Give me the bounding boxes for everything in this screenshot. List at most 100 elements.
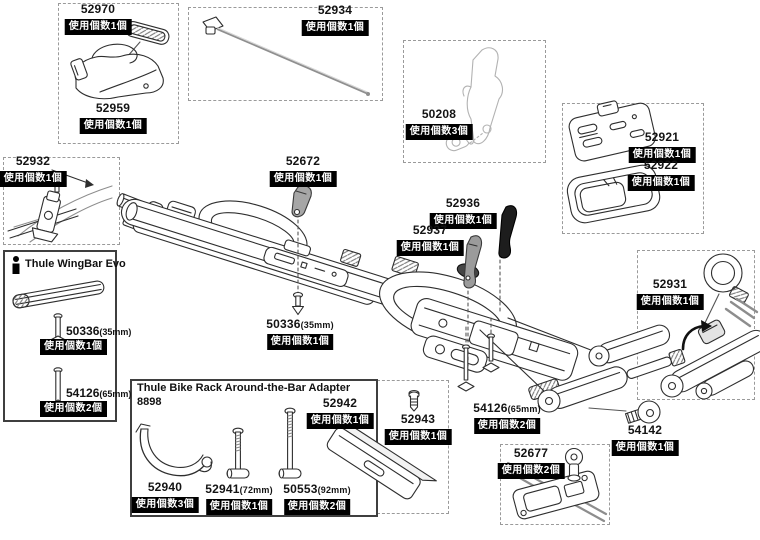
part-qty-badge-50336-wingbar: 使用個数1個: [40, 339, 107, 355]
part-label-52959: 52959 使用個数1個: [79, 101, 147, 135]
part-qty-badge-52932: 使用個数1個: [0, 171, 67, 188]
part-qty-badge-54126-center: 使用個数2個: [473, 418, 541, 435]
part-label-52941: 52941(72mm) 使用個数1個: [205, 482, 273, 516]
part-label-52942: 52942 使用個数1個: [306, 396, 374, 430]
part-qty-badge-52970: 使用個数1個: [64, 19, 132, 36]
part-number-54126-wingbar-main: 54126: [66, 386, 100, 400]
part-number-52937: 52937: [412, 223, 448, 237]
info-icon: [12, 256, 20, 274]
part-label-52934: 52934 使用個数1個: [301, 3, 369, 37]
wingbar-profile-drawing: [12, 280, 105, 309]
wingbar-box-title: Thule WingBar Evo: [25, 258, 126, 270]
part-54126-bolts-drawing: [457, 333, 500, 392]
part-52937-drawing: [463, 235, 483, 289]
part-qty-badge-52937: 使用個数1個: [396, 240, 464, 257]
part-52931-drawing: [660, 253, 760, 400]
part-size-54126-center: (65mm): [507, 404, 541, 414]
part-label-52943: 52943 使用個数1個: [384, 412, 452, 446]
part-label-52931: 52931 使用個数1個: [636, 277, 704, 311]
part-number-52677: 52677: [513, 446, 549, 460]
kit-box-code: 8898: [137, 395, 162, 408]
part-number-52940: 52940: [147, 480, 183, 494]
part-number-52934: 52934: [317, 3, 353, 17]
part-52959-drawing: [70, 43, 164, 100]
part-number-52959: 52959: [95, 101, 131, 115]
part-number-54126-center-main: 54126: [473, 401, 508, 415]
main-assembly-drawing: [116, 193, 686, 413]
part-number-50336-wingbar-main: 50336: [66, 324, 100, 338]
part-qty-badge-52921: 使用個数1個: [628, 147, 696, 164]
part-number-54126-wingbar: 54126(65mm): [66, 386, 132, 400]
leader-lines: [126, 41, 720, 412]
part-label-52936: 52936 使用個数1個: [429, 196, 497, 230]
group-box-52677: [500, 444, 610, 525]
part-52943-drawing: [408, 389, 420, 412]
part-qty-badge-52942: 使用個数1個: [306, 413, 374, 430]
part-qty-badge-54126-wingbar: 使用個数2個: [40, 401, 107, 417]
part-qty-badge-52941: 使用個数1個: [205, 499, 273, 516]
part-label-54126-center: 54126(65mm) 使用個数2個: [473, 401, 541, 435]
part-label-52932: 52932 使用個数1個: [0, 154, 67, 188]
kit-box-title-line: Thule Bike Rack Around-the-Bar Adapter: [137, 382, 351, 394]
part-number-52943: 52943: [400, 412, 436, 426]
part-52940-drawing: [135, 423, 213, 477]
part-size-54126-wingbar: (65mm): [99, 389, 132, 399]
part-number-52941: 52941(72mm): [205, 482, 273, 496]
part-number-52932: 52932: [15, 154, 51, 168]
part-number-52922: 52922: [643, 158, 679, 172]
part-qty-badge-50208: 使用個数3個: [405, 124, 473, 141]
group-box-50208: [403, 40, 546, 163]
part-number-50553-main: 50553: [283, 482, 318, 496]
part-number-52921: 52921: [644, 130, 680, 144]
part-label-52672: 52672 使用個数1個: [269, 154, 337, 188]
part-qty-badge-52672: 使用個数1個: [269, 171, 337, 188]
part-qty-badge-52940: 使用個数3個: [131, 497, 199, 514]
part-label-54142: 54142 使用個数1個: [611, 423, 679, 457]
group-box-52921-52922: [562, 103, 704, 234]
part-52942-drawing: [326, 425, 437, 500]
part-number-52936: 52936: [445, 196, 481, 210]
part-number-50208: 50208: [421, 107, 457, 121]
part-number-52672: 52672: [285, 154, 321, 168]
part-number-50336-center: 50336(35mm): [266, 317, 334, 331]
part-number-52970: 52970: [80, 2, 116, 16]
part-label-52940: 52940 使用個数3個: [131, 480, 199, 514]
part-size-52941: (72mm): [239, 485, 273, 495]
part-qty-badge-52943: 使用個数1個: [384, 429, 452, 446]
part-number-52941-main: 52941: [205, 482, 240, 496]
part-label-52677: 52677 使用個数2個: [497, 446, 565, 480]
part-qty-badge-52677: 使用個数2個: [497, 463, 565, 480]
part-number-54142: 54142: [627, 423, 663, 437]
part-label-50208: 50208 使用個数3個: [405, 107, 473, 141]
part-qty-badge-52934: 使用個数1個: [301, 20, 369, 37]
part-qty-badge-50336-center: 使用個数1個: [266, 334, 334, 351]
part-52934-drawing: [202, 16, 370, 96]
part-number-54126-center: 54126(65mm): [473, 401, 541, 415]
part-label-50336-center: 50336(35mm) 使用個数1個: [266, 317, 334, 351]
part-size-50336-center: (35mm): [300, 320, 334, 330]
part-52936-drawing: [498, 205, 518, 259]
part-qty-badge-50553: 使用個数2個: [283, 499, 351, 516]
part-number-50336-center-main: 50336: [266, 317, 301, 331]
part-52677-drawing: [502, 447, 608, 523]
info-box-wingbar: [3, 250, 117, 422]
part-qty-badge-54142: 使用個数1個: [611, 440, 679, 457]
part-52941-drawing: [226, 427, 250, 479]
part-label-52970: 52970 使用個数1個: [64, 2, 132, 36]
part-size-50336-wingbar: (35mm): [99, 327, 132, 337]
part-label-52922: 52922 使用個数1個: [627, 158, 695, 192]
kit-box-title: Thule Bike Rack Around-the-Bar Adapter 8…: [137, 382, 373, 410]
part-qty-badge-52936: 使用個数1個: [429, 213, 497, 230]
part-50553-drawing: [278, 407, 302, 479]
part-52921-drawing: [568, 100, 656, 162]
group-box-52970-52959: [58, 3, 179, 144]
group-box-52931: [637, 250, 755, 400]
part-number-50553: 50553(92mm): [283, 482, 351, 496]
part-52672-drawing: [291, 185, 312, 218]
part-label-50553: 50553(92mm) 使用個数2個: [283, 482, 351, 516]
group-box-52934: [188, 7, 383, 101]
part-label-52921: 52921 使用個数1個: [628, 130, 696, 164]
part-54142-drawing: [624, 400, 661, 424]
part-size-50553: (92mm): [317, 485, 351, 495]
